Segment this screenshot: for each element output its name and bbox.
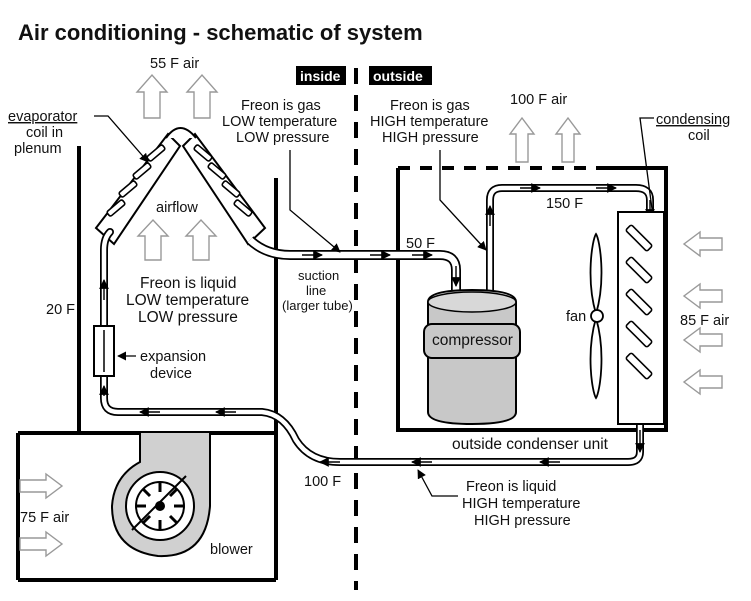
expansion-device-label: expansion device [140, 349, 206, 382]
freon-liquid-low-line3: LOW pressure [138, 309, 238, 326]
freon-liquid-low-line1: Freon is liquid [140, 275, 237, 292]
freon-gas-high-line1: Freon is gas [390, 98, 470, 114]
condensing-leader-line [639, 117, 658, 225]
freon-liquid-high-leader [417, 469, 458, 497]
temp-150-label: 150 F [546, 196, 583, 212]
air-out-outside-label: 100 F air [510, 92, 567, 108]
freon-liquid-high-line1: Freon is liquid [466, 479, 556, 495]
freon-liquid-high-line3: HIGH pressure [474, 513, 571, 529]
freon-gas-high-line2: HIGH temperature [370, 114, 488, 130]
freon-liquid-low-line2: LOW temperature [126, 292, 249, 309]
airflow-arrows [136, 218, 218, 261]
expansion-label-line1: expansion [140, 349, 206, 365]
evaporator-label-line2: coil in [26, 125, 63, 141]
condensing-label-line2: coil [688, 128, 710, 144]
condensing-coil-icon [617, 211, 665, 425]
fan-icon [589, 232, 604, 400]
return-air-in-arrows [19, 472, 64, 558]
freon-gas-low-line1: Freon is gas [241, 98, 321, 114]
outside-zone-label: outside [373, 68, 423, 84]
airflow-label: airflow [156, 200, 198, 216]
evaporator-label: evaporator coil in plenum [8, 109, 77, 157]
evaporator-leader-line [94, 115, 149, 163]
expansion-label-line2: device [150, 366, 192, 382]
fan-label: fan [566, 309, 586, 325]
freon-liquid-high-label: Freon is liquid HIGH temperature HIGH pr… [462, 479, 580, 529]
suction-label-line1: suction [298, 268, 339, 283]
freon-gas-high-leader [439, 150, 487, 251]
freon-gas-low-line3: LOW pressure [236, 130, 329, 146]
outside-air-in-arrows [682, 230, 723, 396]
flow-direction-arrows [99, 183, 655, 467]
freon-liquid-high-line2: HIGH temperature [462, 496, 580, 512]
freon-liquid-low-label: Freon is liquid LOW temperature LOW pres… [126, 275, 249, 326]
freon-gas-high-label: Freon is gas HIGH temperature HIGH press… [370, 98, 488, 146]
blower-label: blower [210, 542, 253, 558]
freon-gas-low-line2: LOW temperature [222, 114, 337, 130]
inside-zone-label: inside [300, 68, 341, 84]
condensing-coil-label: condensing coil [656, 112, 730, 144]
refrigerant-piping [100, 184, 654, 466]
compressor-icon [423, 288, 521, 426]
air-in-outside-label: 85 F air [680, 313, 729, 329]
outside-zone-badge: outside [369, 66, 432, 85]
temp-20-label: 20 F [46, 302, 75, 318]
suction-label-line2: line [306, 283, 326, 298]
air-in-inside-label: 75 F air [20, 510, 69, 526]
condenser-unit-label: outside condenser unit [452, 436, 609, 453]
cool-air-out-arrows [135, 73, 219, 119]
suction-line-label: suction line (larger tube) [282, 268, 353, 313]
air-out-inside-label: 55 F air [150, 56, 199, 72]
inside-zone-badge: inside [296, 66, 346, 85]
compressor-label: compressor [432, 332, 513, 349]
expansion-device-icon [93, 325, 115, 377]
evaporator-label-line1: evaporator [8, 109, 77, 125]
suction-label-line3: (larger tube) [282, 298, 353, 313]
temp-100-label: 100 F [304, 474, 341, 490]
freon-gas-low-leader [289, 150, 341, 253]
condensing-label-line1: condensing [656, 112, 730, 128]
evaporator-label-line3: plenum [14, 141, 62, 157]
hot-air-out-arrows [508, 116, 582, 163]
freon-gas-high-line3: HIGH pressure [382, 130, 479, 146]
temp-50-label: 50 F [406, 236, 435, 252]
blower-icon [110, 433, 211, 558]
freon-gas-low-label: Freon is gas LOW temperature LOW pressur… [222, 98, 337, 146]
diagram-title: Air conditioning - schematic of system [18, 20, 423, 45]
